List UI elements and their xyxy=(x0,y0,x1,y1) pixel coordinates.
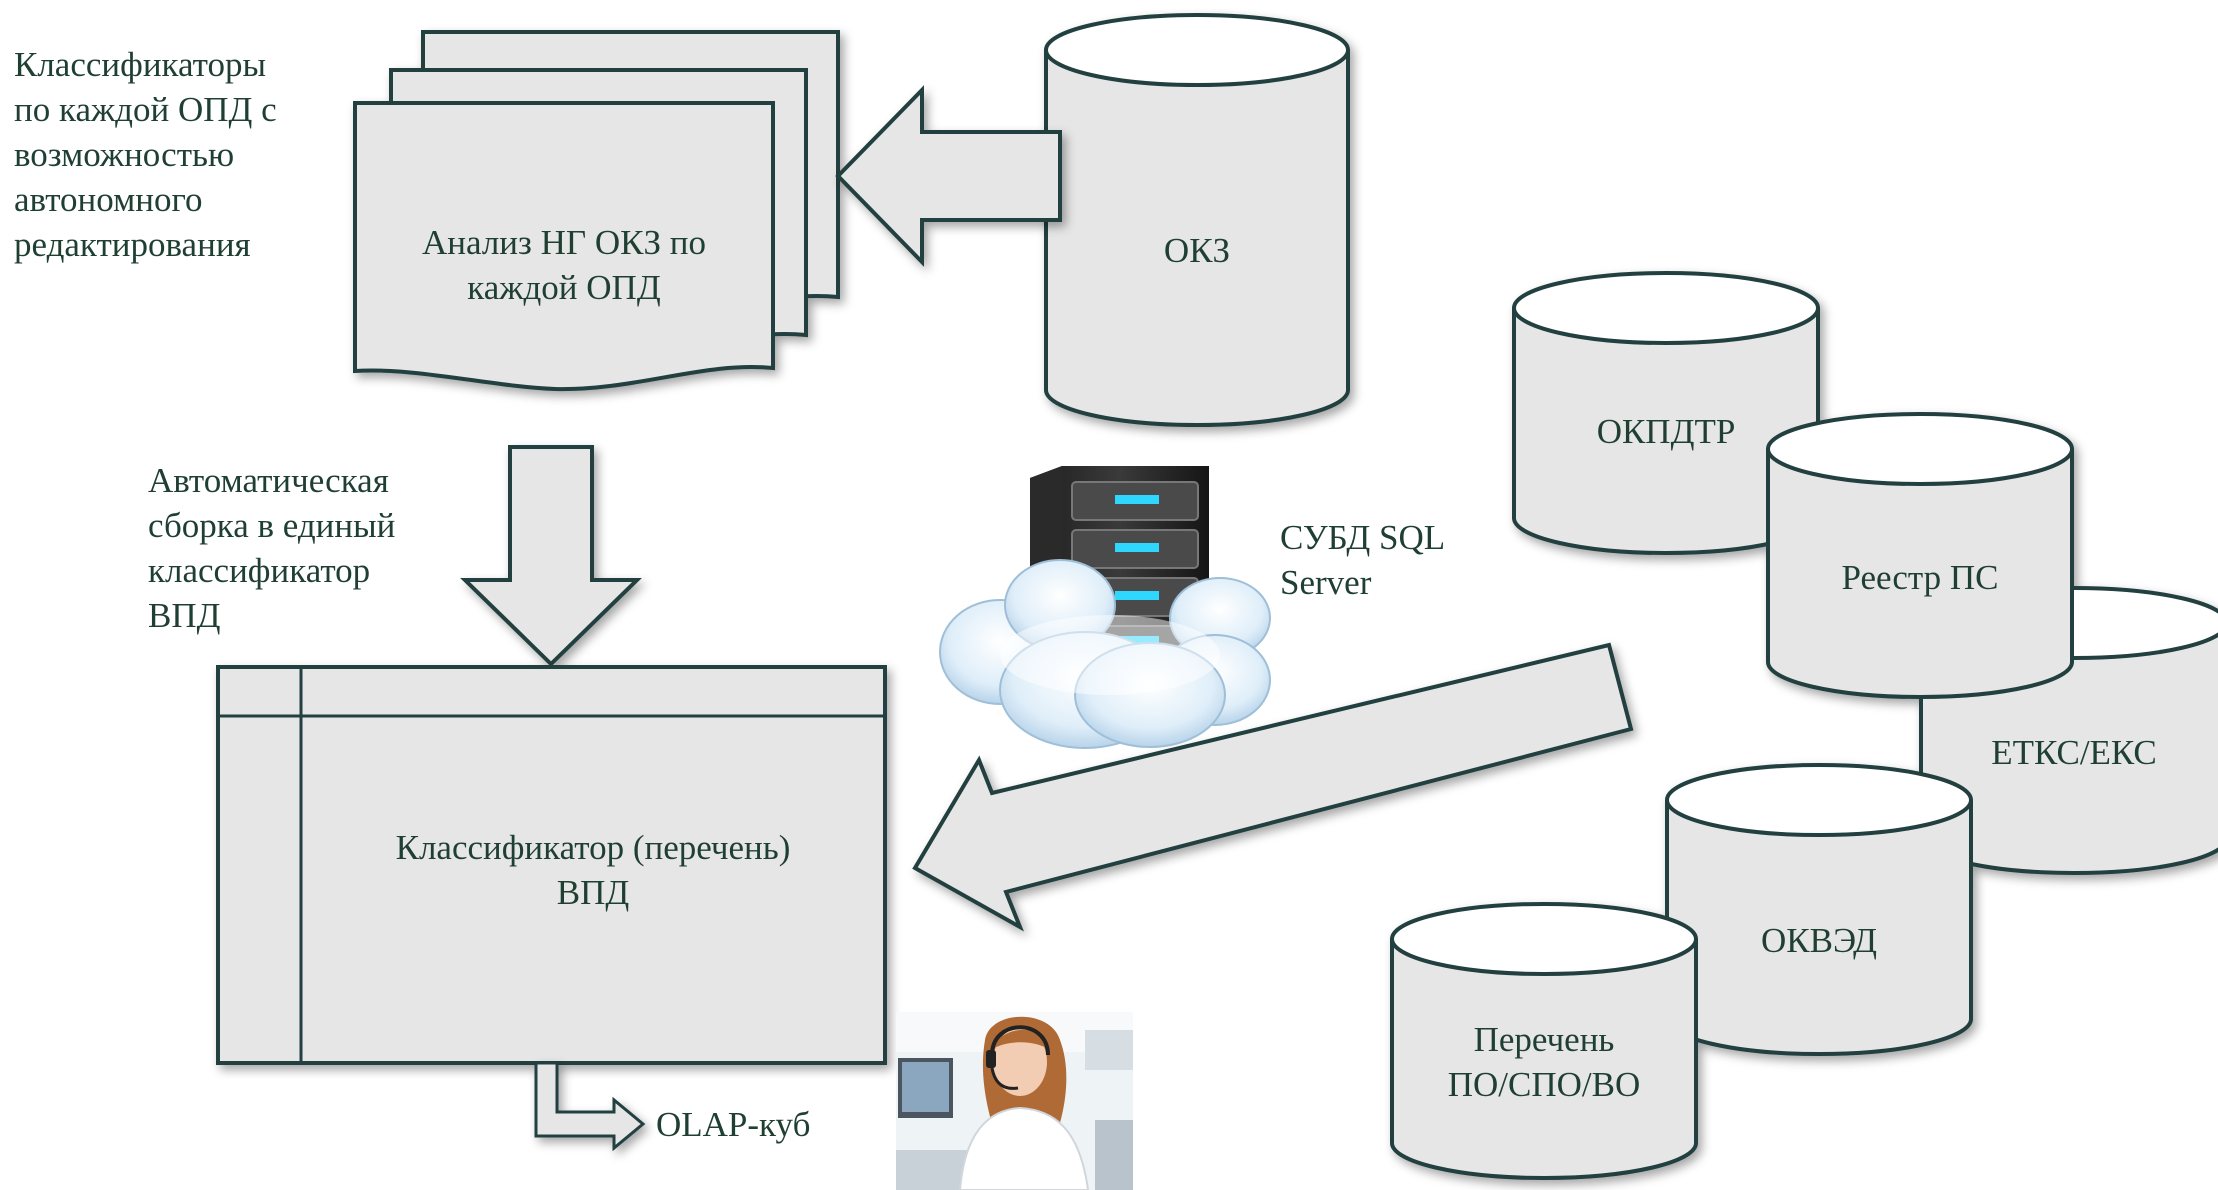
arrow-databases-to-classifier xyxy=(912,642,1634,932)
auto-assembly-line: Автоматическая xyxy=(148,461,389,500)
classifiers-note-line: по каждой ОПД с xyxy=(14,90,277,129)
classifier-box-line: Классификатор (перечень) xyxy=(395,828,791,867)
classifier-box-label: Классификатор (перечень) ВПД xyxy=(301,825,885,915)
perechen-line: ПО/СПО/ВО xyxy=(1447,1065,1641,1104)
classifiers-note-line: автономного xyxy=(14,180,203,219)
arrow-down-assembly xyxy=(460,445,642,667)
okved-cylinder xyxy=(1665,763,1973,1056)
classifiers-note-line: Классификаторы xyxy=(14,45,267,84)
auto-assembly-label: Автоматическая сборка в единый классифик… xyxy=(148,458,395,638)
okpdtr-label: ОКПДТР xyxy=(1596,412,1736,451)
analysis-doc-line: Анализ НГ ОКЗ по xyxy=(421,223,707,262)
okpdtr-cylinder xyxy=(1512,271,1820,555)
classifier-box-line: ВПД xyxy=(556,873,630,912)
call-center-operator-photo xyxy=(896,1012,1133,1190)
dbms-line: СУБД SQL xyxy=(1280,518,1446,557)
okved-label: ОКВЭД xyxy=(1760,921,1877,960)
dbms-label: СУБД SQL Server xyxy=(1280,515,1445,605)
classifiers-note-line: редактирования xyxy=(14,225,251,264)
reestr-ps-label: Реестр ПС xyxy=(1841,558,1999,597)
auto-assembly-line: ВПД xyxy=(148,596,221,635)
dbms-line: Server xyxy=(1280,563,1372,602)
reestr-ps-cylinder xyxy=(1766,412,2074,699)
etks-label: ЕТКС/ЕКС xyxy=(1991,733,2157,772)
auto-assembly-line: сборка в единый xyxy=(148,506,396,545)
document-stack xyxy=(353,30,840,392)
analysis-doc-label: Анализ НГ ОКЗ по каждой ОПД xyxy=(355,220,773,310)
olap-label: OLAP-куб xyxy=(656,1105,811,1144)
arrow-to-olap xyxy=(534,1061,646,1152)
auto-assembly-line: классификатор xyxy=(148,551,371,590)
classifiers-note: Классификаторы по каждой ОПД с возможнос… xyxy=(14,42,277,267)
arrow-okz-to-analysis xyxy=(835,85,1062,267)
okz-label: ОКЗ xyxy=(1163,231,1231,270)
perechen-label: Перечень ПО/СПО/ВО xyxy=(1392,1017,1696,1107)
okz-cylinder xyxy=(1044,13,1350,427)
analysis-doc-line: каждой ОПД xyxy=(467,268,661,307)
perechen-line: Перечень xyxy=(1473,1020,1615,1059)
classifier-table-box xyxy=(216,665,887,1065)
classifiers-note-line: возможностью xyxy=(14,135,235,174)
document-sheet-front xyxy=(353,101,775,392)
perechen-cylinder xyxy=(1390,902,1698,1180)
server-rack-cloud-icon xyxy=(939,466,1271,749)
